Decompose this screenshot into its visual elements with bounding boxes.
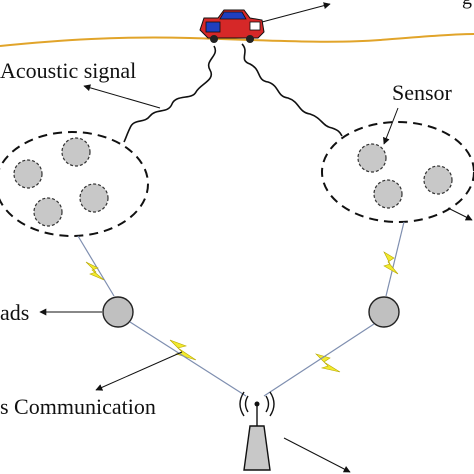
- car-icon: [199, 9, 265, 43]
- sensor-cluster-left: [0, 131, 149, 237]
- road-line: [0, 33, 474, 47]
- link-left-cluster-head: [77, 235, 115, 297]
- link-left-head-base: [129, 321, 247, 397]
- sensor-node: [373, 179, 403, 209]
- base-station-arrow: [283, 437, 351, 473]
- cluster-heads-partial-label: ads: [0, 300, 29, 325]
- antenna-tower-icon: [239, 391, 275, 471]
- acoustic-wave-left: [123, 45, 217, 143]
- acoustic-signal-arrow: [83, 84, 161, 109]
- sensor-node: [61, 137, 91, 167]
- lightning-bolt-icon: [85, 261, 105, 281]
- cluster-head-right: [368, 296, 400, 328]
- sensor-label: Sensor: [392, 80, 453, 105]
- acoustic-wave-right: [241, 43, 343, 137]
- link-right-cluster-head: [385, 221, 405, 297]
- sensor-arrow: [383, 107, 399, 145]
- sensor-node: [13, 159, 43, 189]
- right-cluster-arrow: [447, 207, 473, 221]
- top-right-partial-label: g: [462, 0, 472, 9]
- cluster-head-left: [102, 296, 134, 328]
- vehicle-label-arrow: [261, 2, 331, 23]
- wireless-communication-arrow: [95, 351, 183, 391]
- sensor-cluster-right: [321, 121, 474, 223]
- sensor-node: [357, 143, 387, 173]
- sensor-node: [423, 165, 453, 195]
- wireless-communication-partial-label: s Communication: [0, 394, 156, 419]
- link-right-head-base: [263, 323, 375, 397]
- sensor-node: [33, 197, 63, 227]
- acoustic-signal-label: Acoustic signal: [0, 58, 136, 83]
- lightning-bolt-icon: [314, 353, 341, 373]
- sensor-node: [79, 183, 109, 213]
- lightning-bolt-icon: [383, 251, 399, 275]
